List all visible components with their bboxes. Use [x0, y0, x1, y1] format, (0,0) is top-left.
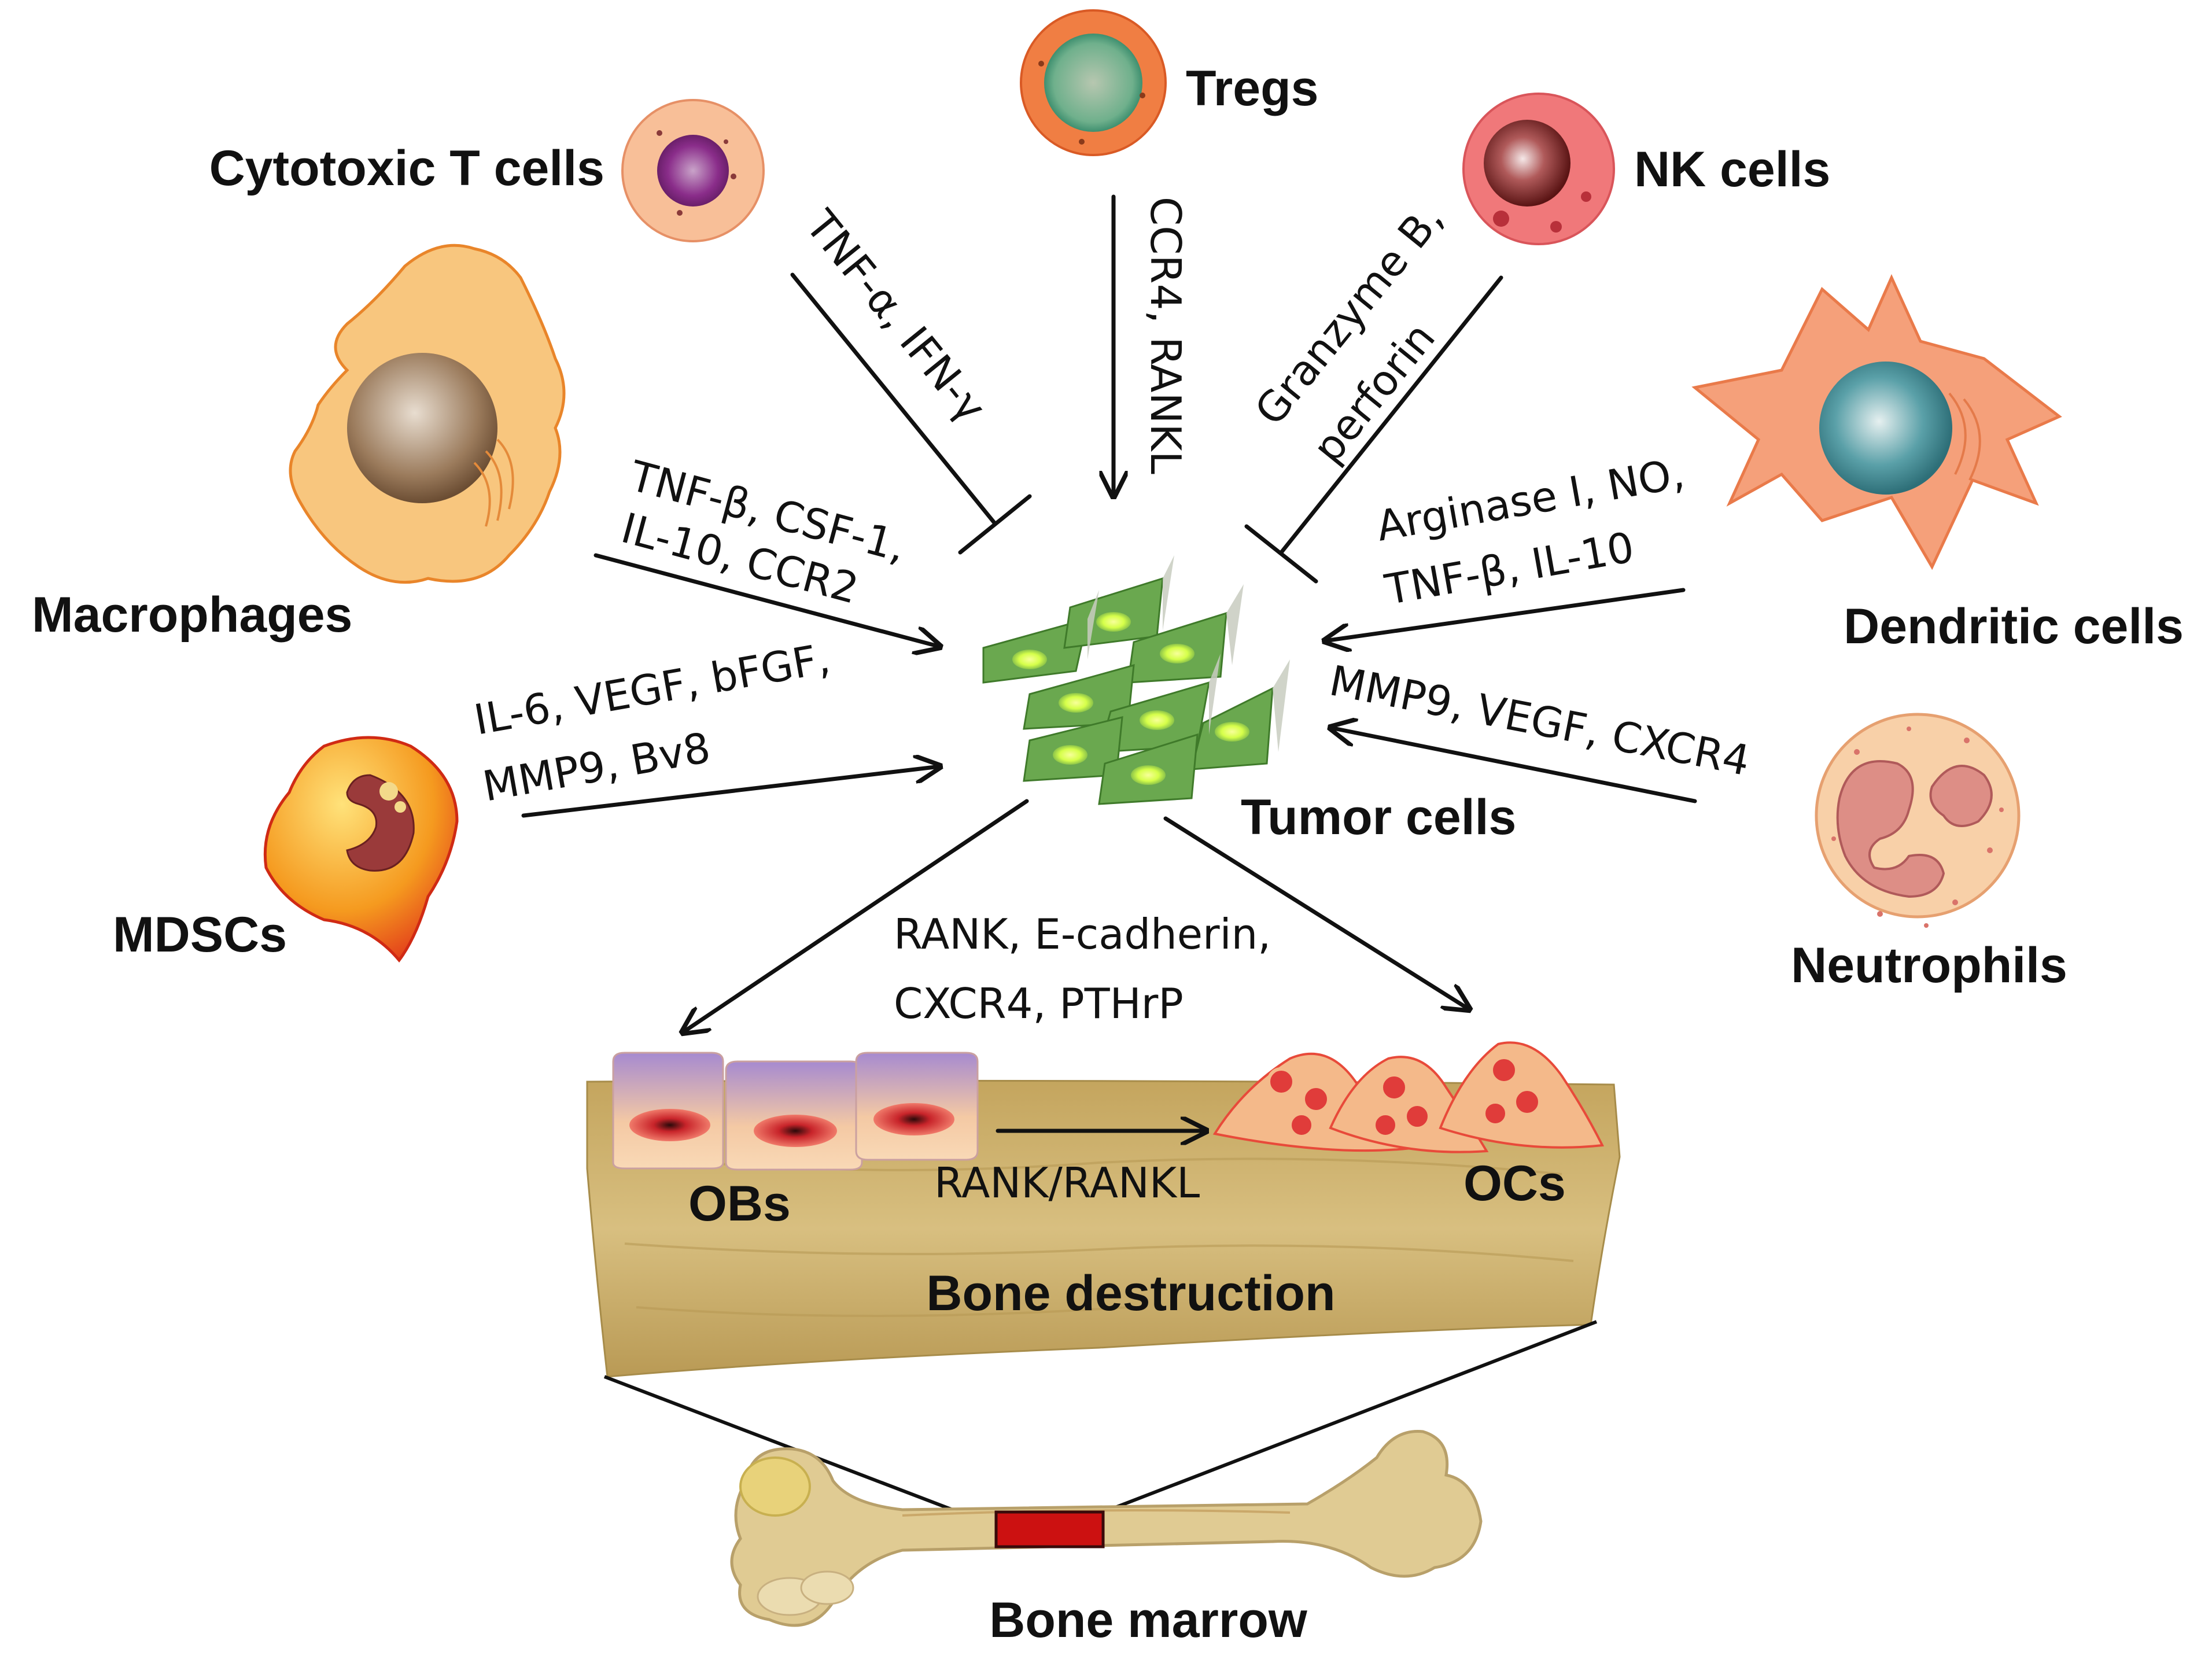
neutrophils-mediators: MMP9, VEGF, CXCR4 [1326, 656, 1754, 785]
cytotoxic-t-cell-icon [621, 99, 765, 242]
mdscs-mediators-line1: IL-6, VEGF, bFGF, [470, 634, 834, 744]
zoom-line-right [1101, 1320, 1598, 1514]
macrophages-label: Macrophages [32, 587, 352, 643]
rank-rankl-label: RANK/RANKL [934, 1159, 1200, 1207]
obs-label: OBs [688, 1176, 791, 1231]
ocs-label: OCs [1463, 1156, 1566, 1211]
mdsc-icon [263, 736, 459, 963]
mdscs-label: MDSCs [113, 907, 287, 963]
neutrophil-icon [1815, 713, 2021, 928]
dendritic-mediators-line1: Arginase I, NO, [1373, 449, 1688, 551]
treg-cell-icon [1020, 9, 1167, 156]
nk-cell-icon [1462, 93, 1615, 245]
mdscs-arrow [521, 766, 940, 818]
tumor-to-obs-arrow [683, 799, 1029, 1033]
neutrophils-label: Neutrophils [1791, 938, 2067, 993]
tumor-mediators-line1: RANK, E-cadherin, [894, 910, 1271, 958]
tumor-cells-label: Tumor cells [1241, 790, 1516, 845]
nk-inhibition [1244, 275, 1503, 584]
cytotoxic-t-inhibition [790, 272, 1032, 555]
macrophages-arrow [593, 553, 940, 647]
tumor-cells-icon [982, 555, 1290, 805]
dendritic-arrow [1325, 588, 1686, 641]
dendritic-cells-label: Dendritic cells [1844, 599, 2184, 654]
bone-destruction-label: Bone destruction [926, 1266, 1335, 1321]
femur-icon [730, 1430, 1483, 1627]
bone-marrow-marker [994, 1510, 1105, 1548]
neutrophils-arrow [1330, 728, 1697, 803]
macrophage-icon [289, 244, 566, 584]
cytotoxic-t-cells-label: Cytotoxic T cells [209, 141, 604, 196]
tumor-mediators-line2: CXCR4, PTHrP [894, 979, 1184, 1028]
tumor-to-ocs-arrow [1163, 816, 1469, 1009]
dendritic-cell-icon [1691, 274, 2062, 570]
osteoblasts-icon [612, 1052, 979, 1171]
tregs-label: Tregs [1186, 61, 1318, 116]
osteoclasts-icon [1212, 1041, 1605, 1153]
bone-marrow-label: Bone marrow [989, 1592, 1308, 1648]
tregs-mediators: CCR4, RANKL [1141, 197, 1190, 474]
nk-cells-label: NK cells [1634, 142, 1830, 197]
